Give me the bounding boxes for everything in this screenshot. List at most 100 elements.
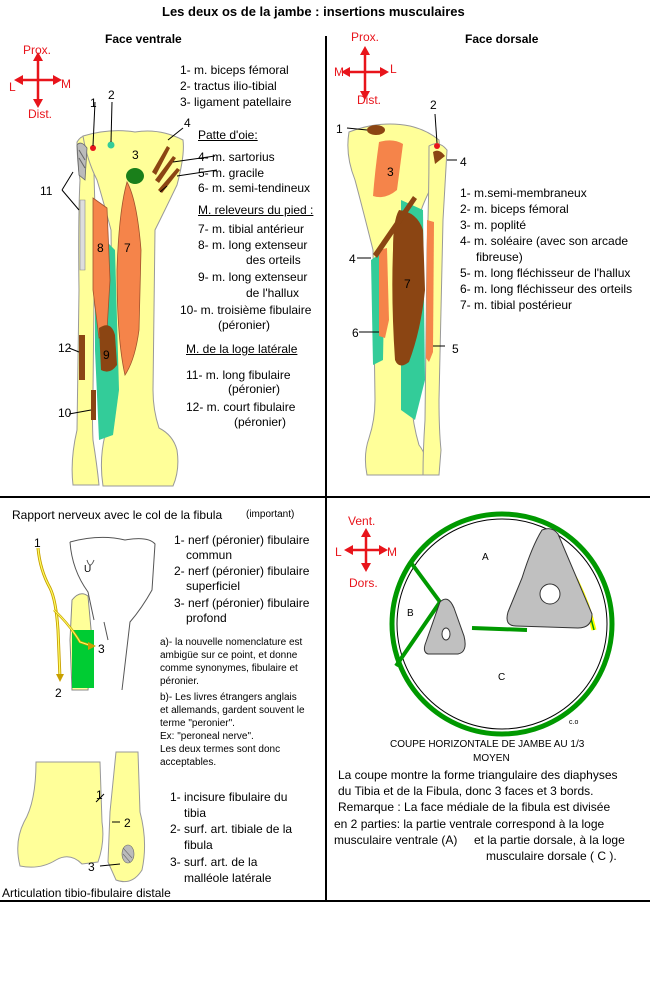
dorsal-item-1: 1- m.semi-membraneux	[460, 186, 587, 200]
section-signature: c.o	[569, 719, 579, 726]
patte-item-5: 5- m. gracile	[198, 166, 265, 180]
dorsal-heading: Face dorsale	[465, 32, 539, 46]
ventral-label-11: 11	[40, 184, 53, 198]
orient-vent: Vent.	[348, 514, 376, 528]
nerve-note-b-6: acceptables.	[160, 757, 217, 768]
distal-item-3b: malléole latérale	[184, 871, 272, 885]
orient-m-section: M	[387, 545, 397, 559]
dorsal-leg-bones-diagram	[346, 113, 457, 476]
distal-label-3: 3	[88, 860, 95, 874]
laterale-heading: M. de la loge latérale	[186, 342, 298, 356]
nerve-item-3: 3- nerf (péronier) fibulaire	[174, 596, 310, 610]
nerve-item-2: 2- nerf (péronier) fibulaire	[174, 564, 310, 578]
distal-item-2b: fibula	[184, 838, 213, 852]
distal-item-1: 1- incisure fibulaire du	[170, 790, 288, 804]
releveurs-heading: M. releveurs du pied :	[198, 203, 314, 217]
nerve-note-b-3: terme "peronier".	[160, 718, 235, 729]
releveurs-item-9b: de l'hallux	[246, 286, 299, 300]
nerve-note-a-1: a)- la nouvelle nomenclature est	[160, 637, 303, 648]
releveurs-item-10: 10- m. troisième fibulaire	[180, 303, 312, 317]
nerve-item-1: 1- nerf (péronier) fibulaire	[174, 533, 310, 547]
section-label-b: B	[407, 608, 414, 619]
ventral-leg-bones-diagram	[61, 101, 218, 487]
nerve-note-b-1: b)- Les livres étrangers anglais	[160, 692, 297, 703]
nerve-note-b-5: Les deux termes sont donc	[160, 744, 281, 755]
insertion-1-semi-membraneux	[367, 125, 385, 135]
orient-dors: Dors.	[349, 576, 378, 590]
muscle-9-long-extenseur-hallux	[99, 325, 117, 372]
ventral-label-7: 7	[124, 241, 131, 255]
muscle-11-hatch-lower	[79, 199, 86, 271]
nerve-heading-important: (important)	[246, 509, 295, 520]
divider-vertical-top	[325, 36, 327, 498]
dorsal-label-4a: 4	[460, 155, 467, 169]
orient-l-ventral: L	[9, 80, 16, 94]
releveurs-item-7: 7- m. tibial antérieur	[198, 222, 305, 236]
distal-item-1b: tibia	[184, 806, 207, 820]
nerve-note-b-4: Ex: "peroneal nerve".	[160, 731, 254, 742]
nerve-note-a-4: péronier.	[160, 676, 199, 687]
muscle-7-tibial-posterieur	[392, 210, 425, 366]
dorsal-label-7: 7	[404, 277, 411, 291]
section-label-c: C	[498, 672, 506, 683]
nerve-heading: Rapport nerveux avec le col de la fibula	[12, 508, 223, 522]
ventral-label-8: 8	[97, 241, 104, 255]
muscle-7-tibial-anterieur	[116, 180, 142, 376]
nerve-item-3b: profond	[186, 611, 227, 625]
dorsal-label-6: 6	[352, 326, 359, 340]
dorsal-label-3: 3	[387, 165, 394, 179]
nerve-label-u: U	[84, 564, 92, 575]
orient-prox-ventral: Prox.	[23, 43, 52, 57]
dorsal-item-3: 3- m. poplité	[460, 218, 527, 232]
ventral-label-12: 12	[58, 341, 72, 355]
section-text-5: musculaire ventrale (A)	[334, 833, 458, 847]
section-text-4: en 2 parties: la partie ventrale corresp…	[334, 817, 605, 831]
section-label-a: A	[482, 552, 489, 563]
page-title: Les deux os de la jambe : insertions mus…	[162, 4, 465, 19]
distal-caption: Articulation tibio-fibulaire distale	[2, 886, 171, 900]
releveurs-item-10b: (péronier)	[218, 318, 271, 332]
orient-m-dorsal: M	[334, 65, 344, 79]
divider-vertical-bottom	[325, 497, 327, 902]
dorsal-item-7: 7- m. tibial postérieur	[460, 298, 573, 312]
muscle-4-soleaire	[373, 196, 417, 258]
section-caption-2: MOYEN	[473, 753, 510, 764]
muscle-6-long-flechisseur-orteils	[379, 248, 389, 338]
laterale-item-12: 12- m. court fibulaire	[186, 400, 296, 414]
dorsal-label-2: 2	[430, 98, 437, 112]
releveurs-item-8: 8- m. long extenseur	[198, 238, 308, 252]
fibula-section	[423, 598, 466, 655]
nerve-label-2: 2	[55, 686, 62, 700]
nerve-note-b-2: et allemands, gardent souvent le	[160, 705, 305, 716]
section-text-7: musculaire dorsale ( C ).	[486, 849, 617, 863]
ventral-label-2: 2	[108, 88, 115, 102]
orient-m-ventral: M	[61, 77, 71, 91]
releveurs-item-9: 9- m. long extenseur	[198, 270, 308, 284]
tibia-section	[506, 528, 593, 629]
orientation-cross-section	[344, 528, 388, 572]
dorsal-label-4b: 4	[349, 252, 356, 266]
dorsal-item-4b: fibreuse)	[476, 250, 523, 264]
dorsal-item-6: 6- m. long fléchisseur des orteils	[460, 282, 633, 296]
dorsal-item-5: 5- m. long fléchisseur de l'hallux	[460, 266, 631, 280]
orient-dist-dorsal: Dist.	[357, 93, 381, 107]
section-text-2: du Tibia et de la Fibula, donc 3 faces e…	[338, 784, 594, 798]
ventral-label-3: 3	[132, 148, 139, 162]
section-text-6: et la partie dorsale, à la loge	[474, 833, 625, 847]
orient-dist-ventral: Dist.	[28, 107, 52, 121]
section-text-3: Remarque : La face médiale de la fibula …	[338, 800, 611, 814]
ventral-item-1: 1- m. biceps fémoral	[180, 63, 289, 77]
releveurs-item-8b: des orteils	[246, 253, 301, 267]
insertion-1	[90, 145, 96, 151]
patte-item-4: 4- m. sartorius	[198, 150, 275, 164]
muscle-3-poplite	[373, 140, 403, 198]
dorsal-label-5: 5	[452, 342, 459, 356]
dorsal-item-4: 4- m. soléaire (avec son arcade	[460, 234, 629, 248]
ventral-label-4: 4	[184, 116, 191, 130]
ventral-item-2: 2- tractus ilio-tibial	[180, 79, 277, 93]
ventral-label-1: 1	[90, 96, 97, 110]
nerve-item-1b: commun	[186, 548, 233, 562]
ventral-heading: Face ventrale	[105, 32, 182, 46]
muscle-11-long-fibulaire	[76, 142, 88, 181]
insertion-3-ligament-patellaire	[126, 168, 144, 184]
